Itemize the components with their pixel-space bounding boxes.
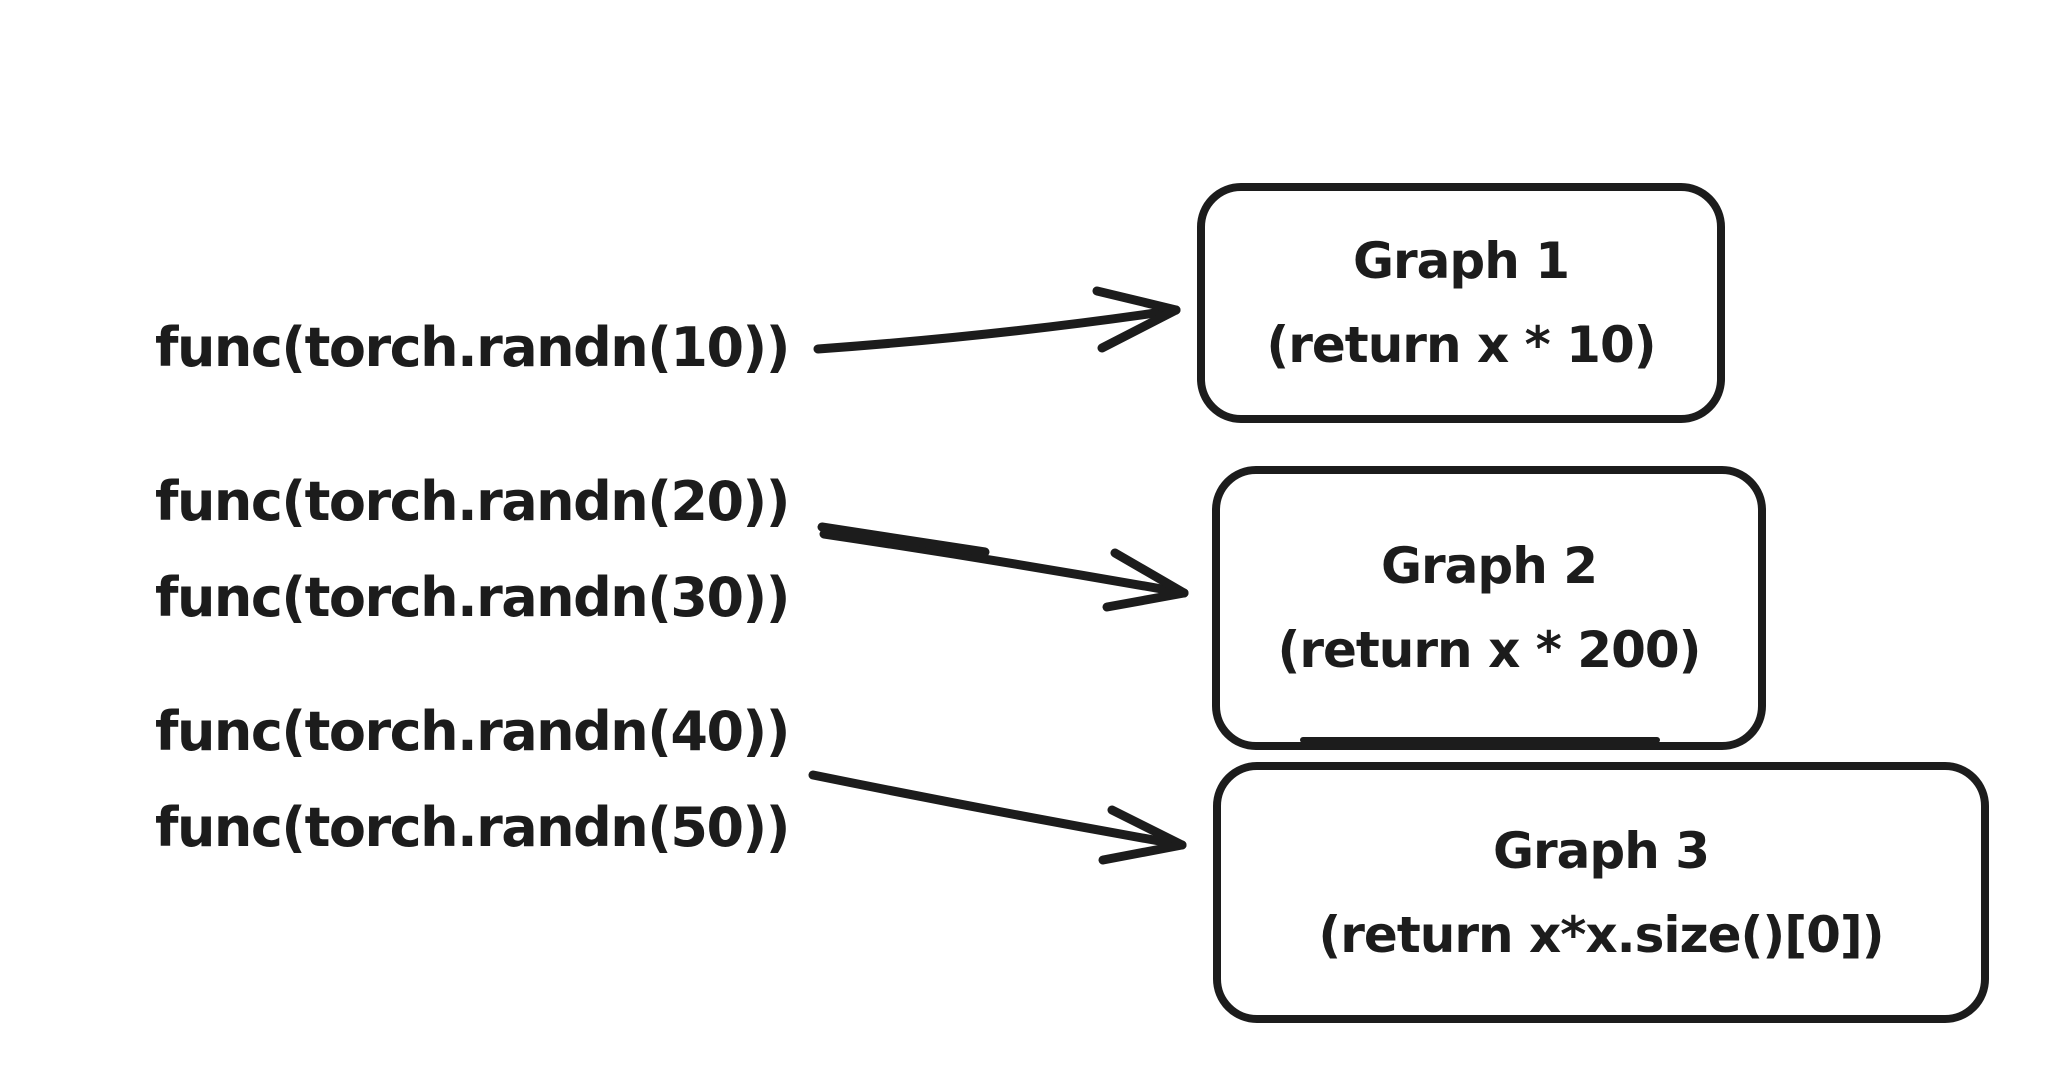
graph-3-return-expression: (return x*x.size()[0]) [1318,905,1884,964]
arrow-3-icon [808,770,1187,865]
call-text-randn-40: func(torch.randn(40)) [155,700,790,763]
graph-3-box: Graph 3 (return x*x.size()[0]) [1213,762,1989,1023]
arrow-2-icon [817,522,1189,612]
graph-3-title: Graph 3 [1492,821,1710,880]
arrow-1-icon [813,286,1181,354]
call-text-randn-50: func(torch.randn(50)) [155,796,790,859]
graph-1-box: Graph 1 (return x * 10) [1197,183,1725,423]
call-text-randn-30: func(torch.randn(30)) [155,566,790,629]
graph-1-title: Graph 1 [1352,232,1570,290]
graph-2-return-expression: (return x * 200) [1277,621,1701,679]
call-text-randn-10: func(torch.randn(10)) [155,316,790,379]
call-text-randn-20: func(torch.randn(20)) [155,470,790,533]
graph-1-return-expression: (return x * 10) [1266,316,1656,374]
graph-2-title: Graph 2 [1380,537,1598,595]
graph-2-box: Graph 2 (return x * 200) [1212,466,1766,750]
hand-drawn-overshoot-stroke [1300,737,1660,743]
